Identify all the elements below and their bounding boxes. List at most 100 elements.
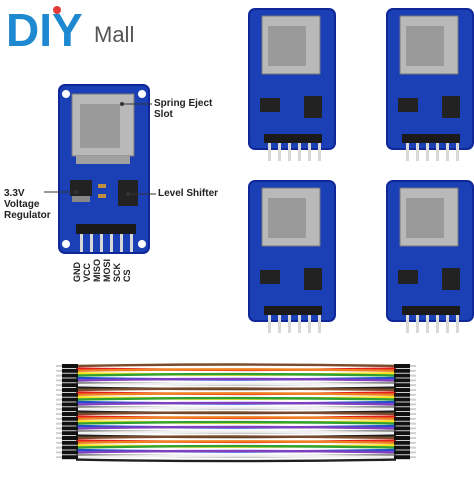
jumper-wire — [75, 444, 397, 449]
jumper-pin-right — [410, 384, 416, 387]
jumper-connector-left — [62, 431, 78, 436]
jumper-pin-right — [410, 403, 416, 406]
jumper-pin-left — [56, 403, 62, 406]
jumper-wire — [75, 377, 397, 382]
jumper-connector-left — [62, 373, 78, 378]
jumper-pin-right — [410, 427, 416, 430]
pin-label-mosi: MOSI — [102, 258, 112, 282]
diymall-logo: DIY — [6, 4, 156, 52]
jumper-pin-left — [56, 432, 62, 435]
jumper-wire — [75, 411, 397, 416]
jumper-connector-right — [394, 450, 410, 455]
jumper-connector-left — [62, 440, 78, 445]
sd-card-module-3 — [248, 180, 336, 341]
jumper-pin-right — [410, 441, 416, 444]
logo-dot-icon — [53, 6, 61, 14]
jumper-connector-right — [394, 397, 410, 402]
jumper-pin-left — [56, 379, 62, 382]
jumper-connector-left — [62, 402, 78, 407]
pin-header — [76, 224, 136, 234]
jumper-connector-left — [62, 388, 78, 392]
jumper-pin-left — [56, 422, 62, 425]
jumper-pin-right — [410, 369, 416, 372]
jumper-connector-left — [62, 364, 78, 368]
jumper-pin-left — [56, 446, 62, 449]
jumper-connector-left — [62, 455, 78, 460]
jumper-wire — [75, 387, 397, 392]
jumper-pin-right — [410, 437, 416, 439]
pin-label-gnd: GND — [72, 262, 82, 282]
sd-card-module-2 — [386, 8, 474, 169]
jumper-pin-left — [56, 451, 62, 454]
jumper-connector-right — [394, 455, 410, 460]
jumper-pin-left — [56, 441, 62, 444]
jumper-pin-left — [56, 413, 62, 415]
jumper-pin-left — [56, 374, 62, 377]
jumper-wire — [75, 401, 397, 406]
jumper-pin-right — [410, 417, 416, 420]
jumper-wire — [75, 372, 397, 377]
jumper-pin-left — [56, 384, 62, 387]
jumper-connector-right — [394, 416, 410, 421]
jumper-connector-left — [62, 421, 78, 426]
sd-card-module-4 — [386, 180, 474, 341]
jumper-connector-right — [394, 431, 410, 436]
jumper-pin-right — [410, 422, 416, 425]
jumper-connector-right — [394, 373, 410, 378]
jumper-wire — [75, 382, 397, 387]
jumper-connector-right — [394, 436, 410, 440]
jumper-wire — [75, 406, 397, 411]
jumper-pin-left — [56, 456, 62, 459]
jumper-pin-right — [410, 374, 416, 377]
jumper-connector-right — [394, 445, 410, 450]
jumper-pin-left — [56, 365, 62, 367]
label-spring-eject: Spring Eject Slot — [154, 98, 212, 120]
jumper-connector-right — [394, 412, 410, 416]
jumper-connector-left — [62, 378, 78, 383]
jumper-connector-left — [62, 445, 78, 450]
pin-label-cs: CS — [122, 269, 132, 282]
jumper-connector-left — [62, 450, 78, 455]
jumper-connector-right — [394, 440, 410, 445]
jumper-connector-left — [62, 383, 78, 388]
jumper-pin-right — [410, 432, 416, 435]
jumper-connector-left — [62, 436, 78, 440]
jumper-wire — [75, 454, 397, 459]
logo-mall-text: Mall — [94, 22, 135, 47]
jumper-connector-left — [62, 397, 78, 402]
jumper-connector-right — [394, 388, 410, 392]
jumper-pin-right — [410, 446, 416, 449]
pin-label-sck: SCK — [112, 262, 122, 282]
jumper-pin-right — [410, 389, 416, 391]
label-spring-eject-text: Spring Eject Slot — [154, 98, 213, 120]
jumper-pin-left — [56, 369, 62, 372]
jumper-wire — [75, 396, 397, 401]
sd-card-module-main — [58, 84, 150, 259]
jumper-pin-left — [56, 437, 62, 439]
pin-label-vcc: VCC — [82, 262, 92, 282]
sd-card-module-1 — [248, 8, 336, 169]
jumper-wire — [75, 449, 397, 454]
jumper-pin-left — [56, 408, 62, 411]
jumper-pin-left — [56, 389, 62, 391]
jumper-pin-right — [410, 451, 416, 454]
jumper-connector-right — [394, 402, 410, 407]
jumper-connector-left — [62, 426, 78, 431]
jumper-connector-right — [394, 392, 410, 397]
jumper-wire — [75, 416, 397, 420]
jumper-pin-left — [56, 427, 62, 430]
jumper-connector-right — [394, 378, 410, 383]
jumper-wire — [75, 430, 397, 435]
jumper-pin-left — [56, 417, 62, 420]
jumper-connector-left — [62, 407, 78, 412]
jumper-pin-left — [56, 398, 62, 401]
label-regulator: 3.3V Voltage Regulator — [4, 188, 51, 221]
jumper-pin-right — [410, 393, 416, 396]
jumper-wire — [75, 435, 397, 440]
jumper-pin-right — [410, 365, 416, 367]
jumper-wire — [75, 392, 397, 396]
jumper-wire — [75, 368, 397, 372]
jumper-wire — [75, 440, 397, 444]
logo-letters: DIY — [6, 4, 83, 52]
